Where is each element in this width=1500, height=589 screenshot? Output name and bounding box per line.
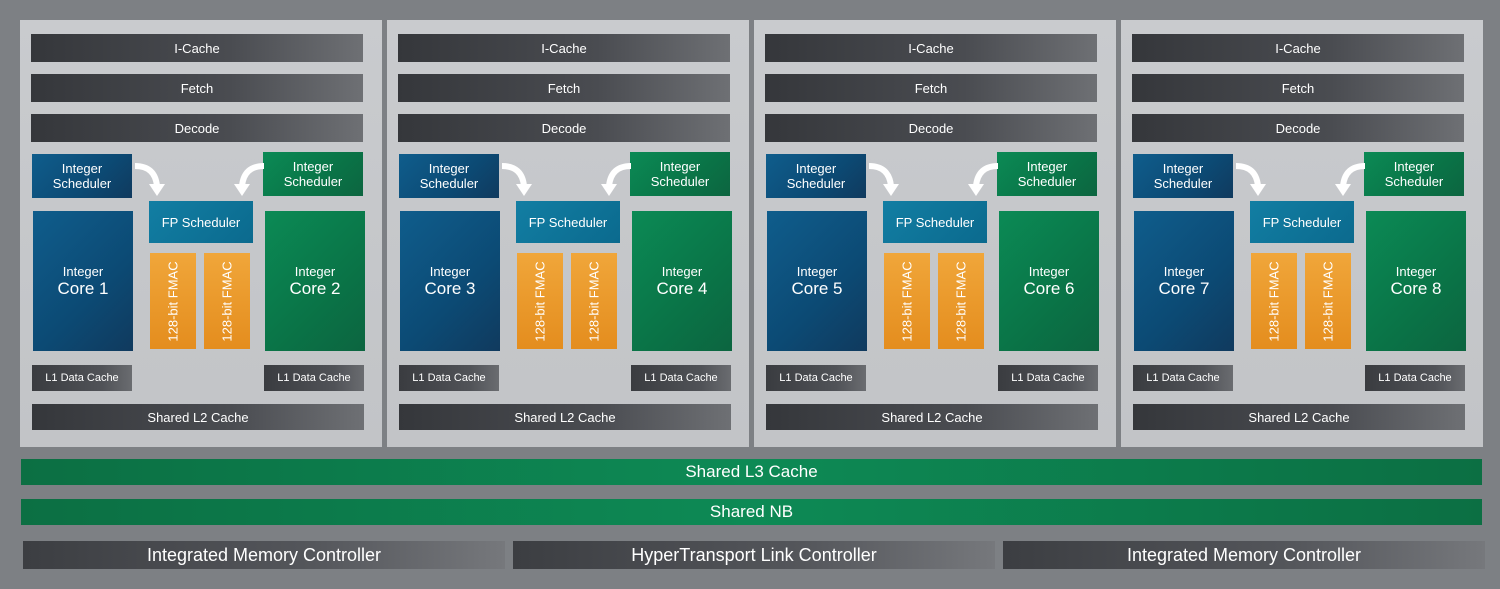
integer-scheduler-left: Integer Scheduler <box>766 154 866 198</box>
fetch: Fetch <box>398 74 730 102</box>
l1-data-cache-right: L1 Data Cache <box>264 365 364 391</box>
core-number: Core 2 <box>289 279 341 298</box>
arrow-left-icon <box>1235 163 1266 196</box>
l1-data-cache-left: L1 Data Cache <box>1133 365 1233 391</box>
fmac-label: 128-bit FMAC <box>899 260 915 342</box>
integer-core-1: Integer Core 1 <box>33 211 133 351</box>
integer-core-8: Integer Core 8 <box>1366 211 1466 351</box>
integrated-memory-controller-right: Integrated Memory Controller <box>1003 541 1485 569</box>
l1-data-cache-right: L1 Data Cache <box>998 365 1098 391</box>
fmac-label: 128-bit FMAC <box>532 260 548 342</box>
decode: Decode <box>398 114 730 142</box>
fp-scheduler: FP Scheduler <box>883 201 987 243</box>
shared-l2-cache: Shared L2 Cache <box>766 404 1098 430</box>
module-1: I-Cache Fetch Decode Integer Scheduler I… <box>20 20 382 447</box>
core-number: Core 1 <box>57 279 109 298</box>
core-label: Integer <box>1395 264 1437 279</box>
shared-nb: Shared NB <box>21 499 1482 525</box>
arrow-right-icon <box>1335 163 1366 196</box>
fmac-label: 128-bit FMAC <box>1320 260 1336 342</box>
fmac-unit-1: 128-bit FMAC <box>884 253 930 349</box>
fmac-label: 128-bit FMAC <box>165 260 181 342</box>
shared-l2-cache: Shared L2 Cache <box>1133 404 1465 430</box>
i-cache: I-Cache <box>398 34 730 62</box>
core-number: Core 6 <box>1023 279 1075 298</box>
core-number: Core 4 <box>656 279 708 298</box>
core-label: Integer <box>429 264 471 279</box>
arrow-left-icon <box>501 163 532 196</box>
shared-l3-cache: Shared L3 Cache <box>21 459 1482 485</box>
l1-data-cache-left: L1 Data Cache <box>766 365 866 391</box>
fmac-unit-2: 128-bit FMAC <box>204 253 250 349</box>
fetch: Fetch <box>765 74 1097 102</box>
integer-scheduler-right: Integer Scheduler <box>630 152 730 196</box>
core-label: Integer <box>796 264 838 279</box>
l1-data-cache-right: L1 Data Cache <box>1365 365 1465 391</box>
fmac-unit-1: 128-bit FMAC <box>517 253 563 349</box>
fetch: Fetch <box>1132 74 1464 102</box>
fmac-label: 128-bit FMAC <box>953 260 969 342</box>
integer-core-2: Integer Core 2 <box>265 211 365 351</box>
integer-core-5: Integer Core 5 <box>767 211 867 351</box>
fmac-unit-2: 128-bit FMAC <box>1305 253 1351 349</box>
core-number: Core 3 <box>424 279 476 298</box>
l1-data-cache-left: L1 Data Cache <box>399 365 499 391</box>
fp-scheduler: FP Scheduler <box>516 201 620 243</box>
shared-l2-cache: Shared L2 Cache <box>399 404 731 430</box>
arrow-right-icon <box>968 163 999 196</box>
module-2: I-Cache Fetch Decode Integer Scheduler I… <box>387 20 749 447</box>
arrow-right-icon <box>234 163 265 196</box>
decode: Decode <box>765 114 1097 142</box>
i-cache: I-Cache <box>1132 34 1464 62</box>
l1-data-cache-left: L1 Data Cache <box>32 365 132 391</box>
core-number: Core 7 <box>1158 279 1210 298</box>
core-label: Integer <box>62 264 104 279</box>
core-number: Core 8 <box>1390 279 1442 298</box>
integer-scheduler-left: Integer Scheduler <box>1133 154 1233 198</box>
integer-scheduler-right: Integer Scheduler <box>263 152 363 196</box>
fp-scheduler: FP Scheduler <box>149 201 253 243</box>
fmac-unit-2: 128-bit FMAC <box>571 253 617 349</box>
integer-scheduler-left: Integer Scheduler <box>399 154 499 198</box>
fmac-unit-1: 128-bit FMAC <box>150 253 196 349</box>
decode: Decode <box>1132 114 1464 142</box>
fmac-unit-1: 128-bit FMAC <box>1251 253 1297 349</box>
integer-scheduler-right: Integer Scheduler <box>997 152 1097 196</box>
l1-data-cache-right: L1 Data Cache <box>631 365 731 391</box>
fmac-label: 128-bit FMAC <box>1266 260 1282 342</box>
fmac-unit-2: 128-bit FMAC <box>938 253 984 349</box>
hypertransport-link-controller: HyperTransport Link Controller <box>513 541 995 569</box>
fmac-label: 128-bit FMAC <box>586 260 602 342</box>
module-3: I-Cache Fetch Decode Integer Scheduler I… <box>754 20 1116 447</box>
decode: Decode <box>31 114 363 142</box>
integer-core-3: Integer Core 3 <box>400 211 500 351</box>
integer-core-6: Integer Core 6 <box>999 211 1099 351</box>
core-label: Integer <box>661 264 703 279</box>
fmac-label: 128-bit FMAC <box>219 260 235 342</box>
integrated-memory-controller-left: Integrated Memory Controller <box>23 541 505 569</box>
arrow-left-icon <box>134 163 165 196</box>
integer-core-7: Integer Core 7 <box>1134 211 1234 351</box>
integer-scheduler-right: Integer Scheduler <box>1364 152 1464 196</box>
fp-scheduler: FP Scheduler <box>1250 201 1354 243</box>
arrow-left-icon <box>868 163 899 196</box>
core-label: Integer <box>294 264 336 279</box>
core-number: Core 5 <box>791 279 843 298</box>
core-label: Integer <box>1028 264 1070 279</box>
core-label: Integer <box>1163 264 1205 279</box>
i-cache: I-Cache <box>765 34 1097 62</box>
module-4: I-Cache Fetch Decode Integer Scheduler I… <box>1121 20 1483 447</box>
i-cache: I-Cache <box>31 34 363 62</box>
shared-l2-cache: Shared L2 Cache <box>32 404 364 430</box>
integer-scheduler-left: Integer Scheduler <box>32 154 132 198</box>
fetch: Fetch <box>31 74 363 102</box>
integer-core-4: Integer Core 4 <box>632 211 732 351</box>
arrow-right-icon <box>601 163 632 196</box>
